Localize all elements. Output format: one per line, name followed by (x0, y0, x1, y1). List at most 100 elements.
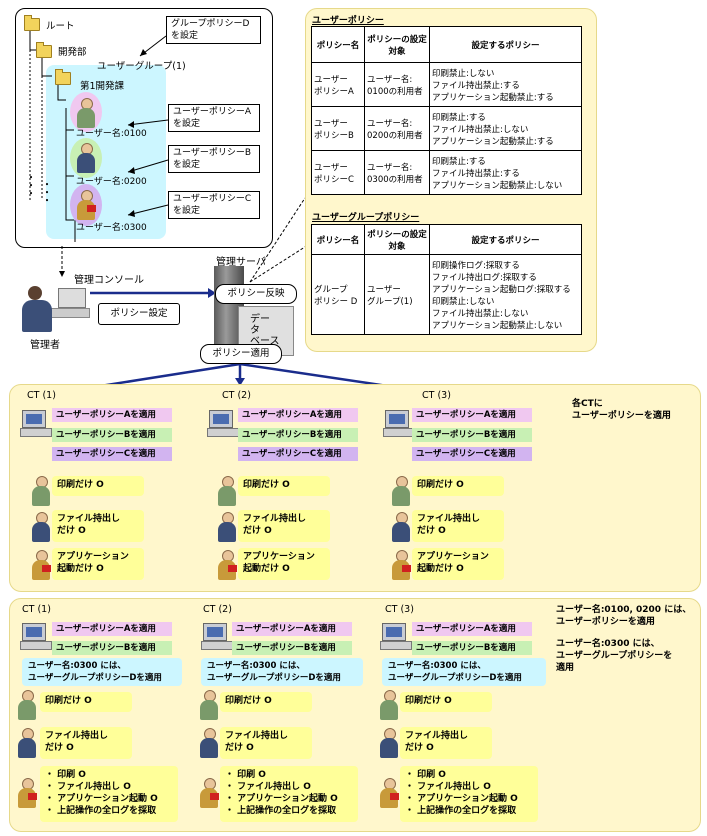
panel2-ct3-bar-a: ユーザーポリシーAを適用 (412, 622, 532, 636)
policy-apply-box: ポリシー適用 (200, 344, 282, 364)
panel1-ct2-user-b-icon (216, 512, 238, 542)
panel2-ct1-bar-a: ユーザーポリシーAを適用 (52, 622, 172, 636)
panel1-ct1-app-only: アプリケーション起動だけ O (52, 548, 144, 580)
server-label: 管理サーバ (216, 257, 266, 268)
panel2-ct1-user-b-icon (16, 728, 38, 758)
panel2-ct1-user-a-icon (16, 690, 38, 720)
panel1-ct1-user-b-icon (30, 512, 52, 542)
group-policy-title: ユーザーグループポリシー (312, 213, 420, 223)
panel2-ct2-group-note: ユーザー名:0300 には、ユーザーグループポリシーDを適用 (201, 658, 363, 686)
panel1-ct3-user-b-icon (390, 512, 412, 542)
user-0300-label: ユーザー名:0300 (76, 223, 147, 233)
panel1-ct3-file-only: ファイル持出しだけ O (412, 510, 504, 542)
tree-root-label: ルート (46, 21, 75, 32)
user-policy-row-c: ユーザーポリシーC ユーザー名:0300の利用者 印刷禁止:するファイル持出禁止… (311, 150, 582, 195)
panel2-ct1-file-only: ファイル持出しだけ O (40, 727, 132, 759)
panel2-ct1-print-only: 印刷だけ O (40, 692, 132, 712)
panel1-ct2-user-c-icon (216, 550, 238, 580)
panel1-ct3-bar-b: ユーザーポリシーBを適用 (412, 428, 532, 442)
panel1-ct2-bar-a: ユーザーポリシーAを適用 (238, 408, 358, 422)
panel1-ct3-user-c-icon (390, 550, 412, 580)
panel1-ct1-print-only: 印刷だけ O (52, 476, 144, 496)
panel2-ct3-group-note: ユーザー名:0300 には、ユーザーグループポリシーDを適用 (382, 658, 546, 686)
user-policy-row-b: ユーザーポリシーB ユーザー名:0200の利用者 印刷禁止:するファイル持出禁止… (311, 106, 582, 151)
group-policy-table: ポリシー名 ポリシーの設定対象 設定するポリシー グループポリシー D ユーザー… (311, 224, 582, 335)
user-0300-icon (75, 190, 97, 220)
panel2-ct3-all-ops: ・ 印刷 O・ ファイル持出し O・ アプリケーション起動 O・ 上記操作の全ロ… (400, 766, 538, 822)
panel2-ct2-print-only: 印刷だけ O (220, 692, 312, 712)
panel2-ct1-bar-b: ユーザーポリシーBを適用 (52, 641, 172, 655)
user-0200-icon (75, 143, 97, 173)
panel1-ct1-user-c-icon (30, 550, 52, 580)
user-policy-row-a: ユーザーポリシーA ユーザー名:0100の利用者 印刷禁止:しないファイル持出禁… (311, 62, 582, 107)
panel1-ct1-bar-c: ユーザーポリシーCを適用 (52, 447, 172, 461)
admin-workstation-icon (20, 282, 90, 334)
panel1-ct2-label: CT (2) (222, 390, 251, 401)
panel2-note: ユーザー名:0100, 0200 には、ユーザーポリシーを適用 ユーザー名:03… (556, 605, 692, 673)
panel1-note: 各CTにユーザーポリシーを適用 (572, 399, 671, 421)
root-folder-icon (24, 15, 40, 31)
panel2-ct3-user-c-icon (378, 778, 400, 808)
panel1-ct3-user-a-icon (390, 476, 412, 506)
panel1-ct3-app-only: アプリケーション起動だけ O (412, 548, 504, 580)
panel2-ct2-bar-b: ユーザーポリシーBを適用 (232, 641, 352, 655)
panel2-ct2-user-b-icon (198, 728, 220, 758)
panel1-ct3-label: CT (3) (422, 390, 451, 401)
panel1-ct1-user-a-icon (30, 476, 52, 506)
tree-ellipsis-left: ・・・ (26, 173, 36, 200)
panel2-ct3-user-b-icon (378, 728, 400, 758)
panel1-ct2-user-a-icon (216, 476, 238, 506)
panel2-ct1-all-ops: ・ 印刷 O・ ファイル持出し O・ アプリケーション起動 O・ 上記操作の全ロ… (40, 766, 178, 822)
console-label: 管理コンソール (74, 275, 144, 286)
panel2-ct3-print-only: 印刷だけ O (400, 692, 492, 712)
panel1-ct3-print-only: 印刷だけ O (412, 476, 504, 496)
panel2-ct1-user-c-icon (16, 778, 38, 808)
user-0100-label: ユーザー名:0100 (76, 129, 147, 139)
user-policy-title: ユーザーポリシー (312, 16, 384, 26)
user-policy-table: ポリシー名 ポリシーの設定対象 設定するポリシー ユーザーポリシーA ユーザー名… (311, 26, 582, 195)
panel1-ct2-bar-c: ユーザーポリシーCを適用 (238, 447, 358, 461)
panel1-ct2-bar-b: ユーザーポリシーBを適用 (238, 428, 358, 442)
policy-reflect-box: ポリシー反映 (215, 284, 297, 304)
tree-usergroup-label: ユーザーグループ(1) (97, 61, 186, 72)
group-policy-row-d: グループポリシー D ユーザーグループ(1) 印刷操作ログ:採取するファイル持出… (311, 254, 582, 335)
admin-label: 管理者 (30, 340, 60, 351)
panel1-ct2-print-only: 印刷だけ O (238, 476, 330, 496)
user-0200-label: ユーザー名:0200 (76, 177, 147, 187)
panel2-ct2-user-c-icon (198, 778, 220, 808)
section-folder-icon (55, 69, 71, 85)
panel1-ct2-app-only: アプリケーション起動だけ O (238, 548, 330, 580)
panel1-ct2-file-only: ファイル持出しだけ O (238, 510, 330, 542)
panel1-ct3-bar-c: ユーザーポリシーCを適用 (412, 447, 532, 461)
tree-dept-label: 開発部 (58, 47, 87, 58)
panel2-ct1-pc-icon (20, 623, 52, 650)
panel2-ct1-label: CT (1) (22, 604, 51, 615)
panel1-ct1-bar-b: ユーザーポリシーBを適用 (52, 428, 172, 442)
panel2-ct3-bar-b: ユーザーポリシーBを適用 (412, 641, 532, 655)
policy-setting-box: ポリシー設定 (98, 303, 180, 325)
panel1-ct1-pc-icon (20, 410, 52, 437)
user-0100-icon (75, 98, 97, 128)
panel2-ct1-group-note: ユーザー名:0300 には、ユーザーグループポリシーDを適用 (22, 658, 182, 686)
panel2-ct2-label: CT (2) (203, 604, 232, 615)
panel2-ct2-bar-a: ユーザーポリシーAを適用 (232, 622, 352, 636)
panel2-ct2-pc-icon (201, 623, 233, 650)
panel1-ct1-label: CT (1) (27, 390, 56, 401)
panel1-ct1-file-only: ファイル持出しだけ O (52, 510, 144, 542)
panel1-ct3-pc-icon (383, 410, 415, 437)
panel2-ct2-all-ops: ・ 印刷 O・ ファイル持出し O・ アプリケーション起動 O・ 上記操作の全ロ… (220, 766, 358, 822)
panel2-ct3-label: CT (3) (385, 604, 414, 615)
panel1-ct2-pc-icon (207, 410, 239, 437)
panel2-ct3-pc-icon (380, 623, 412, 650)
panel2-ct2-user-a-icon (198, 690, 220, 720)
panel2-ct3-file-only: ファイル持出しだけ O (400, 727, 492, 759)
tree-ellipsis-right: ・・・ (42, 180, 52, 207)
panel1-ct1-bar-a: ユーザーポリシーAを適用 (52, 408, 172, 422)
tree-section-label: 第1開発課 (80, 81, 125, 92)
panel2-ct3-user-a-icon (378, 690, 400, 720)
panel2-ct2-file-only: ファイル持出しだけ O (220, 727, 312, 759)
